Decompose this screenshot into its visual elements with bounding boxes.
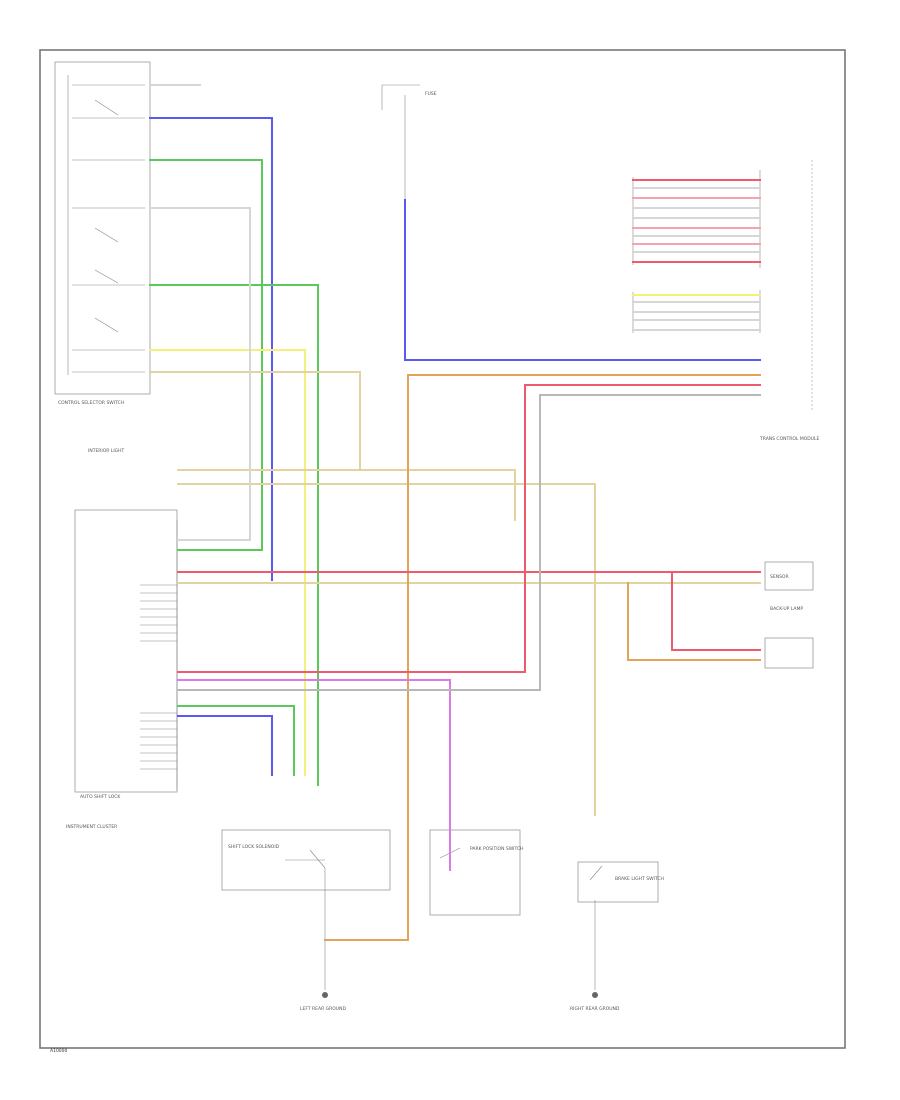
sensor-box — [764, 561, 814, 591]
range-selector-label: CONTROL SELECTOR SWITCH — [58, 400, 124, 406]
wire-pink — [632, 197, 761, 245]
wire-green-upper — [149, 159, 263, 551]
brake-switch-box — [577, 861, 659, 903]
shift-solenoid-switch — [285, 849, 326, 940]
instrument-cluster-label: INSTRUMENT CLUSTER — [66, 824, 117, 830]
wire-orange-right — [627, 582, 761, 661]
wire-blue-fuse — [404, 199, 761, 361]
wire-red-right — [671, 571, 761, 651]
interior-light-label: INTERIOR LIGHT — [88, 448, 125, 454]
right-rear-ground-terminal — [592, 992, 598, 998]
wire-red-upper — [632, 179, 761, 263]
wire-white-2 — [149, 207, 251, 541]
page-id: A10000 — [50, 1048, 68, 1054]
wire-grey — [177, 394, 761, 691]
backup-lamp-label: BACK-UP LAMP — [770, 606, 803, 612]
park-position-label: PARK POSITION SWITCH — [470, 846, 524, 852]
wire-green-lower — [177, 705, 295, 776]
trans-control-label: TRANS CONTROL MODULE — [759, 436, 820, 442]
left-rear-ground-label: LEFT REAR GROUND — [300, 1006, 346, 1012]
wire-tan-1 — [149, 371, 361, 471]
fuse-label: FUSE — [425, 91, 437, 97]
shift-solenoid-box — [221, 829, 391, 891]
wire-tan-2 — [177, 469, 516, 521]
brake-switch-contact — [589, 865, 603, 881]
park-position-switch-box — [429, 829, 521, 916]
wire-red-loop — [177, 384, 761, 673]
sensor-label: SENSOR — [770, 574, 789, 580]
range-selector-contacts — [72, 84, 145, 373]
wire-orange — [324, 374, 761, 941]
shift-lock-pins — [140, 584, 177, 770]
fuse — [381, 84, 420, 360]
brake-switch-label: BRAKE LIGHT SWITCH — [615, 876, 664, 882]
auto-shift-lock-box — [74, 509, 178, 793]
wire-green-mid — [149, 284, 319, 786]
range-selector-switch-box — [54, 61, 151, 395]
backup-lamp-box — [764, 637, 814, 669]
wire-white-upper — [632, 187, 761, 331]
wire-blue-upper — [149, 117, 273, 581]
wire-yellow — [149, 349, 306, 776]
wire-blue-lower — [177, 715, 273, 776]
right-rear-ground-label: RIGHT REAR GROUND — [570, 1006, 620, 1012]
left-rear-ground-terminal — [322, 992, 328, 998]
shift-solenoid-label: SHIFT LOCK SOLENOID — [228, 844, 280, 850]
diagram-frame — [39, 49, 846, 1049]
auto-shift-lock-label: AUTO SHIFT LOCK — [80, 794, 121, 800]
wire-violet — [177, 679, 451, 871]
wire-tan-3 — [177, 483, 596, 816]
